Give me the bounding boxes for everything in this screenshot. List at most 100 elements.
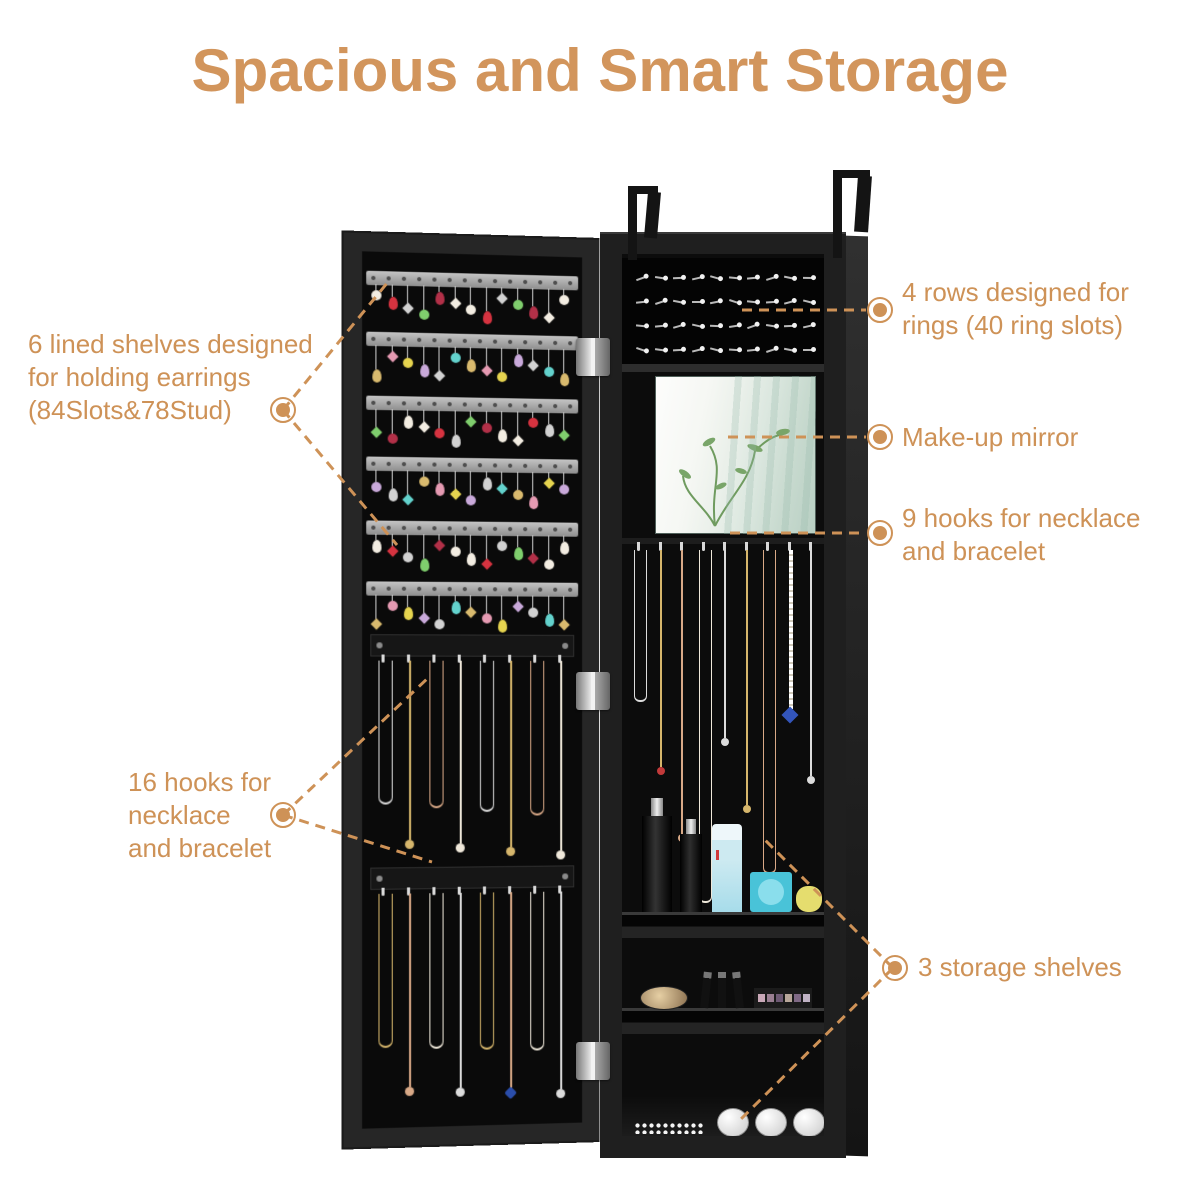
marker-hooks-left <box>270 802 296 828</box>
earring <box>480 347 493 382</box>
earring <box>402 284 414 320</box>
earring <box>543 535 555 575</box>
page-title: Spacious and Smart Storage <box>191 37 1009 104</box>
left-door-interior <box>362 251 583 1129</box>
earring-drop <box>450 352 461 364</box>
ring-slot <box>783 273 798 284</box>
ring-stone <box>661 297 668 304</box>
necklace <box>404 893 415 1097</box>
earring-drop <box>481 422 492 434</box>
earring <box>480 534 493 575</box>
ring-stone <box>773 298 779 304</box>
palette-shade <box>758 994 765 1002</box>
necklace <box>504 892 518 1100</box>
earring <box>543 472 555 494</box>
ring-slot <box>672 274 687 282</box>
earring-drop <box>435 291 445 306</box>
ring-stone <box>736 322 742 328</box>
necklace-hook <box>637 542 640 551</box>
earring <box>449 410 461 451</box>
ring-slot <box>746 273 761 282</box>
earring <box>386 284 398 313</box>
earring-stem <box>547 412 549 425</box>
ring-stone <box>753 320 761 328</box>
earring-stem <box>563 412 565 431</box>
earring-drop <box>402 493 414 506</box>
necklace <box>634 550 647 702</box>
ring-slot <box>635 272 650 284</box>
earring-drop <box>402 357 414 369</box>
ring-slot <box>709 297 724 307</box>
earring <box>449 286 461 315</box>
earring-drop <box>386 545 399 557</box>
earring <box>543 595 555 630</box>
earring <box>418 346 430 381</box>
earring-drop <box>512 489 523 501</box>
ring-slot <box>672 346 687 355</box>
earring <box>512 535 524 563</box>
earring-stem <box>516 471 518 490</box>
earring-drop <box>511 434 524 447</box>
earring <box>465 534 477 569</box>
earring-stem <box>563 595 565 620</box>
earring-drop <box>388 488 398 502</box>
ring-stone <box>680 274 687 280</box>
earring-drop <box>543 559 554 570</box>
ring-stone <box>643 347 650 355</box>
ring-shelf-lip <box>622 364 824 372</box>
earring <box>543 288 555 328</box>
storage-shelf <box>622 912 824 938</box>
ring-stone <box>735 299 743 306</box>
earring-drop <box>433 370 446 382</box>
cabinet-side-face <box>845 235 868 1157</box>
earring-stem <box>422 346 424 365</box>
earring <box>433 534 446 556</box>
earring-stem <box>469 347 471 360</box>
ring-stone <box>698 345 705 352</box>
earring <box>527 288 539 322</box>
earring-drop <box>371 290 382 301</box>
earring <box>465 595 477 623</box>
necklace <box>721 550 729 746</box>
earring-drop <box>388 296 398 311</box>
ring-slot <box>802 297 817 308</box>
earring-drop <box>512 299 523 311</box>
earring-drop <box>387 433 398 444</box>
earring <box>370 284 382 307</box>
earring-stem <box>485 595 487 614</box>
earring-stem <box>407 284 409 304</box>
earring-stem <box>375 469 377 483</box>
earring <box>558 595 570 636</box>
ring-slot <box>635 344 650 356</box>
earring-drop <box>433 539 446 552</box>
earring-drop <box>529 306 539 320</box>
cosmetic-item <box>793 1108 824 1136</box>
ring-stone <box>809 299 817 306</box>
ring-slot <box>746 297 761 307</box>
earring <box>480 471 492 493</box>
earring-drop <box>559 484 570 495</box>
ring-slot <box>765 344 780 356</box>
earring <box>433 595 445 635</box>
ring-slot <box>746 320 761 332</box>
ring-stone <box>680 346 687 352</box>
marker-ring-rows <box>867 297 893 323</box>
earring-drop <box>497 371 508 383</box>
ring-slot <box>654 321 668 330</box>
earring-drop <box>419 558 429 572</box>
earring <box>402 470 414 511</box>
marker-hooks-right <box>867 520 893 546</box>
necklace-pendant <box>506 846 516 857</box>
necklace-pendant <box>404 839 415 849</box>
ring-slot <box>802 274 816 282</box>
earring <box>386 345 399 368</box>
necklace-pendant <box>721 738 729 746</box>
earring-drop <box>450 546 461 557</box>
necklace <box>807 550 815 784</box>
cosmetic-item <box>754 988 812 1008</box>
ring-stone <box>662 322 668 328</box>
earring-stem <box>516 535 518 548</box>
earring <box>370 533 382 556</box>
earring-drop <box>498 619 508 633</box>
